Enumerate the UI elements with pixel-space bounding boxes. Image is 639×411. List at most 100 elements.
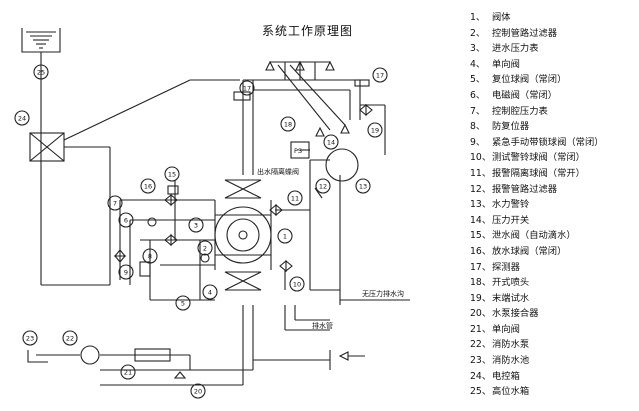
legend-num: 24、 — [470, 370, 492, 382]
callout-25: 25 — [37, 69, 45, 77]
legend-item: 22、消防水泵 — [470, 337, 604, 353]
legend-item: 23、消防水池 — [470, 353, 604, 369]
legend-label: 放水球阀（常闭） — [492, 245, 567, 257]
legend-label: 电控箱 — [492, 370, 520, 382]
legend-num: 6、 — [470, 89, 486, 101]
check-valve-21 — [134, 348, 171, 362]
valve-body — [214, 179, 272, 291]
callout-15: 15 — [168, 171, 176, 179]
drain-pipe-label: 排水管 — [312, 321, 333, 330]
legend-label: 阀体 — [492, 12, 511, 23]
legend-item: 20、水泵接合器 — [470, 306, 604, 322]
fire-pool — [27, 350, 48, 363]
callout-22: 22 — [66, 335, 74, 343]
callout-11: 11 — [291, 195, 299, 203]
legend-label: 单向阀 — [492, 58, 520, 70]
legend-item: 14、压力开关 — [470, 213, 604, 229]
legend-num: 1、 — [470, 12, 486, 23]
diagram-title: 系统工作原理图 — [262, 24, 354, 38]
callout-10: 10 — [293, 281, 301, 289]
callout-23: 23 — [26, 335, 34, 343]
legend-num: 14、 — [470, 214, 492, 226]
legend-num: 10、 — [470, 152, 492, 164]
legend-num: 21、 — [470, 323, 492, 335]
legend-label: 压力开关 — [492, 214, 530, 226]
legend-num: 18、 — [470, 277, 492, 289]
legend-num: 4、 — [470, 58, 486, 70]
legend-label: 高位水箱 — [492, 386, 530, 398]
legend-label: 防复位器 — [492, 121, 530, 133]
legend-item: 13、水力警铃 — [470, 197, 604, 213]
legend-label: 报警隔离球阀（常开） — [492, 167, 585, 179]
legend-item: 17、探测器 — [470, 260, 604, 276]
legend-num: 5、 — [470, 74, 486, 86]
legend-item: 21、单向阀 — [470, 322, 604, 338]
callout-8: 8 — [148, 253, 152, 261]
callout-17b: 17 — [376, 72, 384, 80]
legend-label: 进水压力表 — [492, 43, 539, 55]
legend-item: 10、测试警铃球阀（常闭） — [470, 150, 604, 166]
legend-label: 水力警铃 — [492, 199, 530, 211]
callout-4: 4 — [208, 289, 212, 297]
legend-label: 水泵接合器 — [492, 308, 539, 320]
legend-item: 4、单向阀 — [470, 57, 604, 73]
callout-18: 18 — [284, 121, 292, 129]
callout-16: 16 — [144, 183, 152, 191]
legend-num: 13、 — [470, 199, 492, 211]
callout-19: 19 — [371, 127, 379, 135]
fire-pump — [80, 345, 100, 365]
callout-24: 24 — [18, 115, 26, 123]
component-legend: 1、阀体 2、控制管路过滤器 3、进水压力表 4、单向阀 5、复位球阀（常闭） … — [470, 10, 604, 400]
legend-item: 7、控制腔压力表 — [470, 104, 604, 120]
legend-item: 8、防复位器 — [470, 119, 604, 135]
legend-item: 24、电控箱 — [470, 369, 604, 385]
legend-label: 测试警铃球阀（常闭） — [492, 152, 585, 164]
callout-5: 5 — [181, 300, 185, 308]
water-gong — [325, 148, 359, 182]
legend-num: 2、 — [470, 27, 486, 39]
legend-num: 9、 — [470, 136, 486, 148]
legend-label: 探测器 — [492, 261, 520, 273]
legend-item: 19、末端试水 — [470, 291, 604, 307]
pressure-switch-label: PS — [294, 147, 302, 155]
pipe-network — [36, 61, 410, 386]
outlet-valve-label: 出水隔离蝶阀 — [257, 167, 299, 176]
callout-21: 21 — [124, 369, 132, 377]
legend-label: 末端试水 — [492, 292, 530, 304]
callout-3: 3 — [194, 222, 198, 230]
legend-item: 3、进水压力表 — [470, 41, 604, 57]
control-box — [29, 79, 240, 162]
legend-item: 9、紧急手动带锁球阀（常闭） — [470, 135, 604, 151]
legend-num: 15、 — [470, 230, 492, 242]
callout-numbers: 25 24 1 2 5 4 6 7 8 9 10 11 12 13 14 15 … — [18, 69, 384, 396]
callout-17a: 17 — [243, 85, 251, 93]
legend-item: 15、泄水阀（自动滴水） — [470, 228, 604, 244]
legend-label: 消防水池 — [492, 355, 530, 367]
legend-item: 2、控制管路过滤器 — [470, 26, 604, 42]
callout-13: 13 — [359, 183, 367, 191]
legend-label: 泄水阀（自动滴水） — [492, 230, 576, 242]
legend-num: 11、 — [470, 167, 492, 179]
legend-num: 12、 — [470, 183, 492, 195]
legend-item: 1、阀体 — [470, 10, 604, 26]
legend-label: 电磁阀（常闭） — [492, 89, 558, 101]
callout-7: 7 — [113, 200, 117, 208]
legend-num: 16、 — [470, 245, 492, 257]
legend-label: 控制腔压力表 — [492, 105, 548, 117]
legend-label: 开式喷头 — [492, 277, 530, 289]
legend-item: 16、放水球阀（常闭） — [470, 244, 604, 260]
callout-12: 12 — [319, 183, 327, 191]
legend-label: 消防水泵 — [492, 339, 530, 351]
high-water-tank — [21, 28, 110, 286]
legend-item: 12、报警管路过滤器 — [470, 182, 604, 198]
legend-item: 5、复位球阀（常闭） — [470, 72, 604, 88]
legend-label: 控制管路过滤器 — [492, 27, 558, 39]
legend-item: 6、电磁阀（常闭） — [470, 88, 604, 104]
legend-num: 19、 — [470, 292, 492, 304]
callout-20: 20 — [194, 388, 202, 396]
legend-num: 17、 — [470, 261, 492, 273]
callout-14: 14 — [327, 139, 335, 147]
legend-item: 11、报警隔离球阀（常开） — [470, 166, 604, 182]
pressure-switch — [290, 141, 310, 159]
